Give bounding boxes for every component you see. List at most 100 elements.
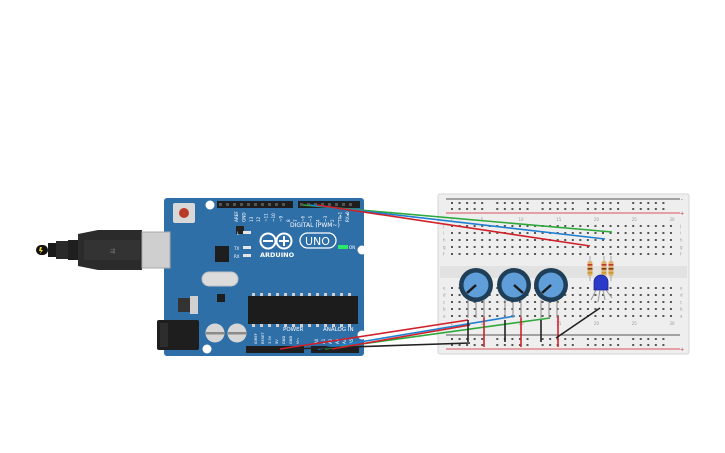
breadboard-hole[interactable] [481,225,484,227]
wires-analog[interactable] [279,315,551,350]
breadboard-hole[interactable] [639,315,642,317]
breadboard-hole[interactable] [632,239,635,241]
breadboard-hole[interactable] [624,253,627,255]
breadboard-hole[interactable] [632,225,635,227]
breadboard-hole[interactable] [466,239,469,241]
breadboard-hole[interactable] [541,246,544,248]
breadboard-hole[interactable] [556,253,559,255]
breadboard-hole[interactable] [549,202,552,204]
breadboard-hole[interactable] [488,294,491,296]
wire-black-gnd[interactable] [289,342,471,350]
breadboard-hole[interactable] [488,239,491,241]
breadboard-hole[interactable] [624,294,627,296]
breadboard-hole[interactable] [511,246,514,248]
rgb-led[interactable] [590,274,613,303]
breadboard-hole[interactable] [451,287,453,289]
breadboard-hole[interactable] [571,208,574,210]
breadboard-hole[interactable] [564,208,567,210]
breadboard-hole[interactable] [564,232,567,234]
breadboard-hole[interactable] [602,239,604,241]
breadboard-hole[interactable] [609,301,612,303]
breadboard-hole[interactable] [564,225,567,227]
breadboard-hole[interactable] [647,232,650,234]
breadboard-hole[interactable] [488,301,491,303]
breadboard-hole[interactable] [654,308,657,310]
breadboard-hole[interactable] [579,294,582,296]
breadboard-hole[interactable] [579,301,582,303]
breadboard-hole[interactable] [481,246,484,248]
breadboard-hole[interactable] [579,239,582,241]
breadboard-hole[interactable] [571,202,574,204]
breadboard-hole[interactable] [586,338,589,340]
breadboard-hole[interactable] [639,202,642,204]
breadboard-hole[interactable] [609,253,612,255]
breadboard-hole[interactable] [564,301,567,303]
breadboard-hole[interactable] [669,287,672,289]
breadboard-hole[interactable] [511,232,514,234]
breadboard-hole[interactable] [481,315,484,317]
breadboard-hole[interactable] [586,253,589,255]
breadboard-hole[interactable] [609,287,612,289]
breadboard-hole[interactable] [564,202,567,204]
breadboard-hole[interactable] [503,253,506,255]
breadboard-hole[interactable] [602,294,604,296]
breadboard-hole[interactable] [556,239,559,241]
breadboard-hole[interactable] [639,239,642,241]
breadboard-hole[interactable] [503,208,506,210]
breadboard-hole[interactable] [534,294,537,296]
breadboard-hole[interactable] [564,239,567,241]
breadboard-hole[interactable] [654,294,657,296]
breadboard-hole[interactable] [496,301,499,303]
breadboard-hole[interactable] [617,338,620,340]
breadboard-hole[interactable] [496,232,499,234]
breadboard-hole[interactable] [458,344,461,346]
breadboard-hole[interactable] [654,202,657,204]
breadboard-hole[interactable] [496,344,499,346]
breadboard-hole[interactable] [556,208,559,210]
breadboard-hole[interactable] [617,344,620,346]
breadboard-hole[interactable] [624,301,627,303]
breadboard-hole[interactable] [609,208,612,210]
breadboard-hole[interactable] [639,294,642,296]
breadboard-hole[interactable] [617,301,620,303]
breadboard-hole[interactable] [466,301,469,303]
arduino-board[interactable]: DIGITAL (PWM~) ARDUINO UNO ON L TX RX AR… [141,198,367,356]
breadboard-hole[interactable] [609,344,612,346]
breadboard-hole[interactable] [632,301,635,303]
breadboard-hole[interactable] [647,344,650,346]
breadboard-hole[interactable] [511,225,514,227]
breadboard-hole[interactable] [526,308,529,310]
breadboard-hole[interactable] [579,232,582,234]
breadboard-hole[interactable] [518,225,521,227]
breadboard-hole[interactable] [594,208,597,210]
breadboard-hole[interactable] [594,308,597,310]
breadboard-hole[interactable] [602,225,604,227]
breadboard-hole[interactable] [669,301,672,303]
breadboard-hole[interactable] [639,208,642,210]
breadboard-hole[interactable] [602,202,604,204]
breadboard-hole[interactable] [481,338,484,340]
resistors[interactable] [587,256,614,281]
breadboard-hole[interactable] [496,202,499,204]
breadboard-hole[interactable] [647,246,650,248]
breadboard-hole[interactable] [451,301,453,303]
breadboard-hole[interactable] [518,232,521,234]
breadboard-hole[interactable] [602,315,604,317]
breadboard-hole[interactable] [526,239,529,241]
breadboard-hole[interactable] [624,287,627,289]
breadboard-hole[interactable] [511,308,514,310]
breadboard-hole[interactable] [518,208,521,210]
breadboard-hole[interactable] [602,338,604,340]
breadboard-hole[interactable] [466,208,469,210]
breadboard-hole[interactable] [632,246,635,248]
breadboard-hole[interactable] [526,344,529,346]
breadboard-hole[interactable] [571,308,574,310]
breadboard-hole[interactable] [541,253,544,255]
breadboard-hole[interactable] [594,253,597,255]
breadboard-hole[interactable] [609,232,612,234]
jumper-black-diag[interactable] [555,307,601,339]
breadboard-hole[interactable] [632,287,635,289]
breadboard-hole[interactable] [602,253,604,255]
breadboard-hole[interactable] [518,315,521,317]
